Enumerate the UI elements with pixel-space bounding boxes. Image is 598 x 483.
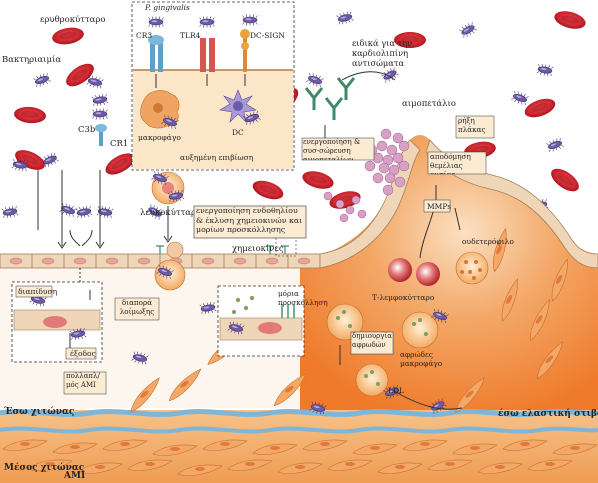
neutrophil <box>455 251 489 285</box>
label-smc-proliferation: πολλαπλ/μός ΑΜΙ <box>66 372 100 389</box>
adhesion-box <box>217 285 305 357</box>
label-enhanced-survival: αυξημένη επιβίωση <box>180 153 254 162</box>
cardiolipin-antibodies <box>304 77 356 120</box>
label-dc: DC <box>232 128 244 137</box>
label-tlr4: TLR4 <box>180 31 201 40</box>
label-neutrophil: ουδετερόφιλο <box>462 237 514 246</box>
chemokines-marks <box>156 235 297 257</box>
label-diapedesis: διαπίδυση <box>18 287 58 296</box>
label-platelet-activation: ενεργοποίηση & συσ-σώρευση αιμοπεταλίων <box>303 138 361 160</box>
label-media: Μέσος χιτώνας <box>4 462 84 473</box>
receptor-box <box>131 1 295 171</box>
leukocyte <box>150 169 186 291</box>
label-adhesion-molecules: μόρια προσκόλλησης <box>278 290 328 307</box>
label-p-gingivalis: P. gingivalis <box>144 3 190 12</box>
label-cr1: CR1 <box>110 139 128 149</box>
label-dc-sign: DC-SIGN <box>250 31 285 40</box>
label-media-sub: ΑΜΙ <box>63 471 85 481</box>
media-layer <box>0 409 598 483</box>
t-lymphocytes <box>388 204 461 286</box>
label-endothelial-activation: ενεργοποίηση ενδοθηλίου & έκλυση χημειοκ… <box>196 206 303 234</box>
label-matrix-degradation: αποδόμηση θεμέλιας ουσίας <box>430 152 471 174</box>
label-foam-macrophage: αφρώδες μακροφάγο <box>400 350 443 368</box>
label-cr3: CR3 <box>136 31 152 40</box>
bacteria-arrows <box>37 170 105 249</box>
label-intima: Έσω χιτώνας <box>3 406 74 417</box>
label-plaque-rupture: ρήξη πλάκας <box>458 116 486 134</box>
cr1-receptor <box>92 108 108 146</box>
label-platelet: αιμοπετάλιο <box>402 98 456 109</box>
label-chemokines: χημειοκίνες <box>232 243 284 254</box>
label-c3b: C3b <box>78 125 96 135</box>
label-internal-elastic: έσω ελαστική στιβάδα <box>498 408 598 419</box>
label-transient-bacteremia: διαπορά λοίμωξης <box>119 298 155 316</box>
diapedesis-box <box>11 281 103 363</box>
labels: ερυθροκύτταρο Βακτηριαιμία C3b CR1 P. gi… <box>2 3 598 481</box>
label-leukocyte: λευκοκύτταρο <box>140 207 201 218</box>
label-exit: έξοδος <box>70 349 96 358</box>
label-t-lymphocyte: Τ-λεμφοκύτταρο <box>372 293 435 302</box>
foam-cells <box>308 303 450 416</box>
label-bacteremia: Βακτηριαιμία <box>2 54 61 65</box>
label-cardiolipin-antibodies: ειδικά για την καρδιολιπίνη αντισώματα <box>352 38 413 68</box>
label-foam-cell-formation: δημιουργία αφρωδών <box>352 332 392 349</box>
label-macrophage: μακροφάγο <box>138 133 181 142</box>
label-mmps: MMPs <box>427 202 451 211</box>
label-ldl: LDL <box>388 386 404 395</box>
label-erythrocyte: ερυθροκύτταρο <box>40 14 106 25</box>
